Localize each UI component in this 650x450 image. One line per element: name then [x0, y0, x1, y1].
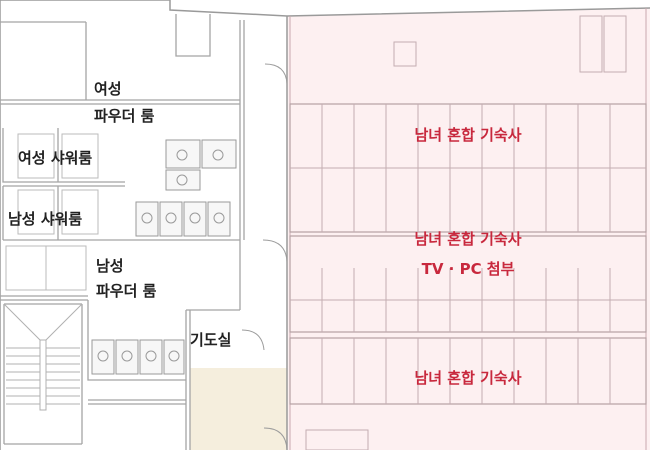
- dorm-bottom-label: 남녀 혼합 기숙사: [414, 369, 521, 387]
- mens-powder-room-label-line2: 파우더 룸: [96, 282, 157, 300]
- womens-powder-room-label-line2: 파우더 룸: [94, 107, 155, 125]
- restroom-block: [0, 14, 245, 450]
- dormitory-floor-area: [287, 8, 650, 450]
- womens-powder-room-label-line1: 여성: [94, 80, 122, 98]
- doors: [241, 63, 288, 450]
- mens-shower-room-label: 남성 샤워룸: [8, 210, 82, 228]
- dorm-middle-label: 남녀 혼합 기숙사: [414, 230, 521, 248]
- dorm-furniture: [305, 15, 627, 450]
- prayer-room-floor-area: [190, 368, 287, 450]
- dorm-bunk-beds: [290, 104, 646, 404]
- dorm-room-middle: [289, 235, 647, 333]
- dorm-room-bottom: [289, 337, 647, 405]
- dorm-middle-amenities-label: TV · PC 첨부: [422, 260, 515, 278]
- toilet-fixtures: [91, 139, 237, 375]
- stairwell: [3, 303, 83, 411]
- mens-powder-room-label-line1: 남성: [96, 257, 124, 275]
- womens-shower-room-label: 여성 샤워룸: [18, 149, 92, 167]
- shower-stalls: [5, 133, 99, 291]
- dorm-top-label: 남녀 혼합 기숙사: [414, 126, 521, 144]
- prayer-room-label: 기도실: [190, 331, 231, 349]
